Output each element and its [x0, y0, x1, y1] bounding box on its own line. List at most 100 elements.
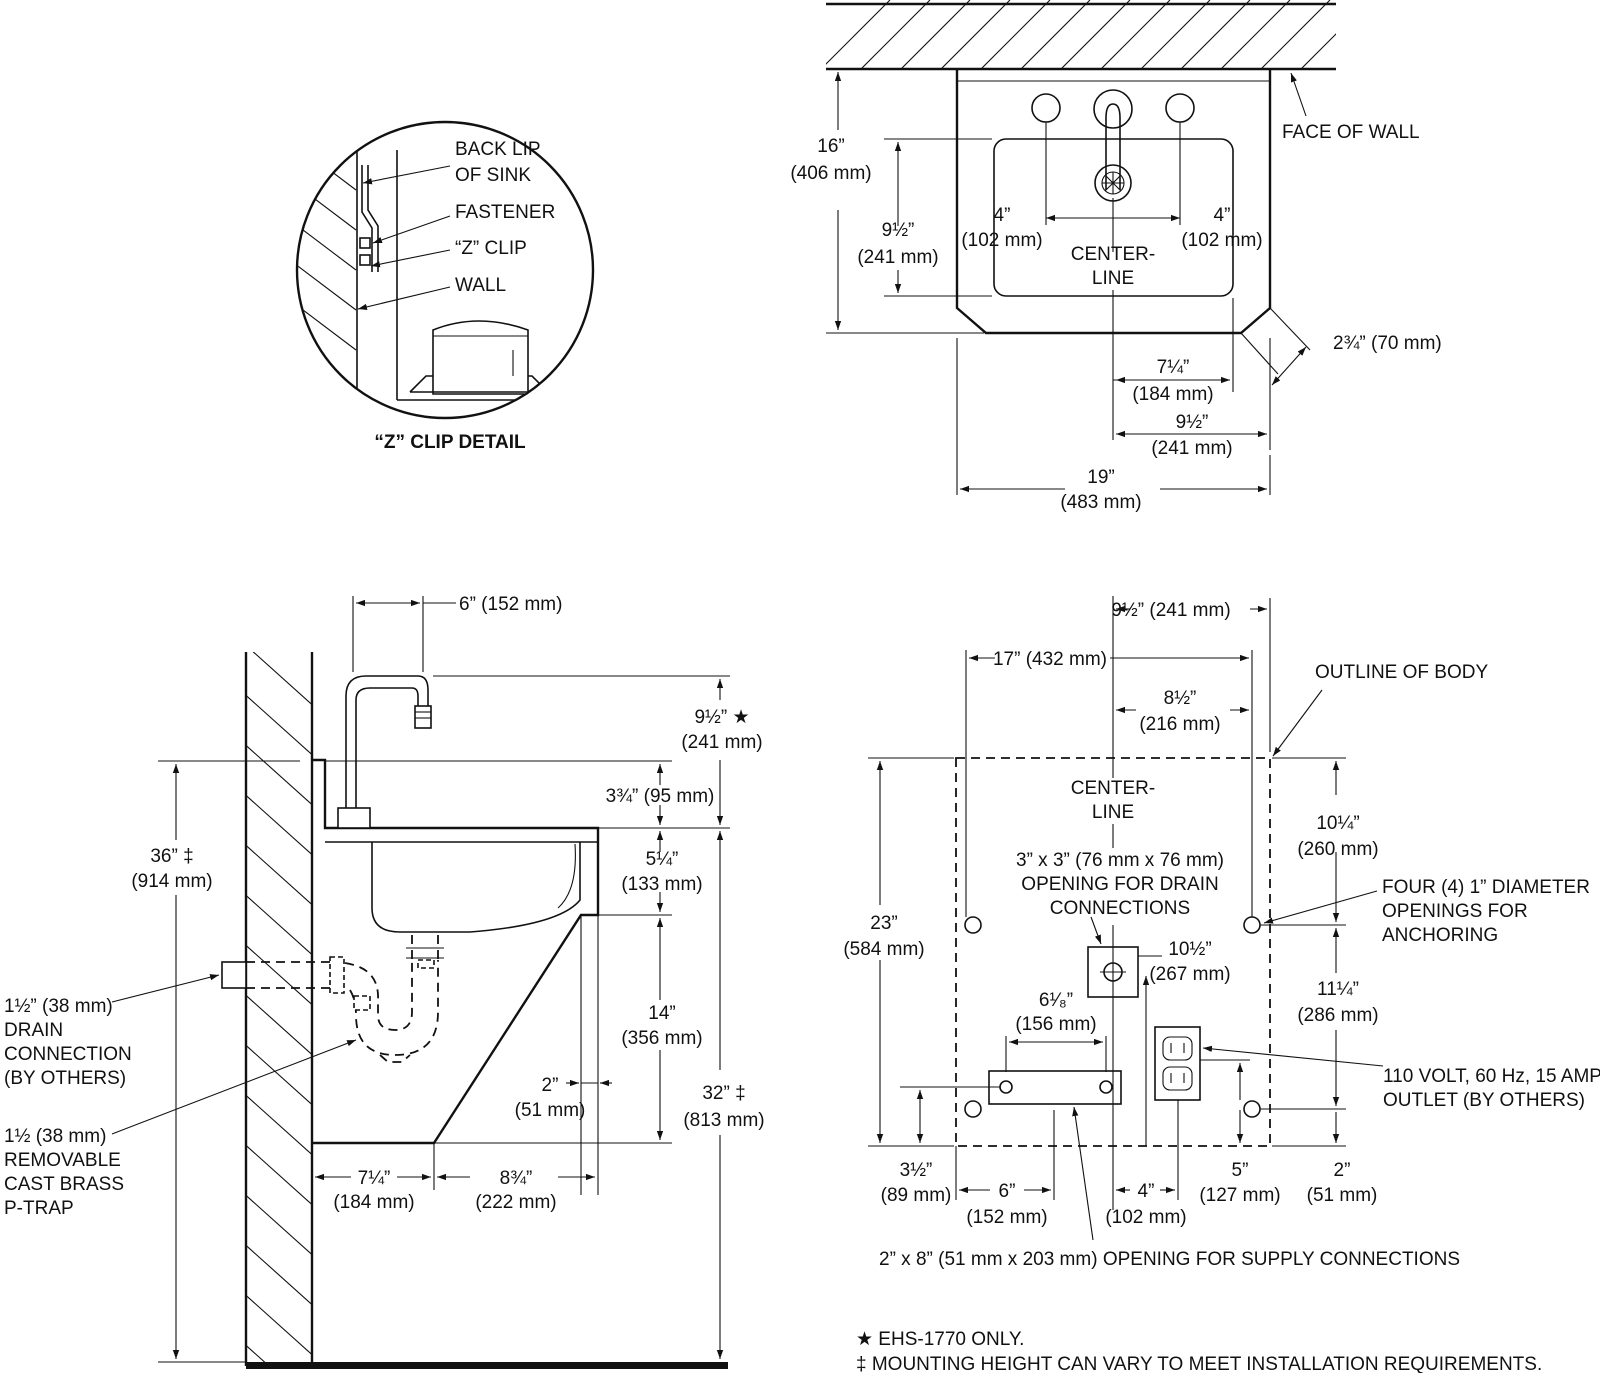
dim-outlet-height-in: 5” [1232, 1160, 1249, 1181]
rough-centerline-2: LINE [1092, 802, 1134, 823]
dim-bowl-depth-mm: (133 mm) [621, 874, 702, 895]
rough-centerline-1: CENTER- [1071, 778, 1155, 799]
side-wall-hatch [246, 652, 312, 1366]
dim-spout-height-mm: (241 mm) [681, 732, 762, 753]
dim-half-bowl-mm: (184 mm) [1132, 384, 1213, 405]
dim-spout-height-in: 9½” ★ [694, 707, 749, 728]
dim-top-anchor-in: 10¼” [1316, 813, 1359, 834]
dim-rim-in: 32” ‡ [702, 1083, 745, 1104]
anchor-hole-top-left [964, 916, 982, 934]
detail-sink-body [432, 320, 529, 395]
ptrap-label-3: CAST BRASS [4, 1174, 124, 1195]
dim-anchor-span-mm: (286 mm) [1297, 1005, 1378, 1026]
dim-right-offset: 9½” (241 mm) [1111, 600, 1230, 621]
dim-depth-in: 16” [817, 136, 844, 157]
top-right-hole [1165, 93, 1195, 123]
dim-base-left-mm: (184 mm) [333, 1192, 414, 1213]
rough-in-view: 9½” (241 mm) 17” (432 mm) OUTLINE OF BOD… [843, 596, 1600, 1270]
dim-anchor-span-in: 11¼” [1317, 979, 1359, 1000]
dim-base-left-in: 7¼” [358, 1168, 391, 1189]
dim-lip-mm: (51 mm) [515, 1100, 586, 1121]
label-wall: WALL [455, 275, 506, 296]
dim-base-right-mm: (222 mm) [475, 1192, 556, 1213]
anchor-hole-top-right [1243, 916, 1261, 934]
side-floor [246, 1362, 728, 1369]
drain-opening-label-2: OPENING FOR DRAIN [1021, 874, 1218, 895]
drain-opening [1087, 946, 1139, 998]
top-view: FACE OF WALL CENTER- LINE 16” (406 mm) 9… [790, 0, 1442, 513]
dim-supply-height-in: 3½” [900, 1160, 933, 1181]
dim-supply-left-mm: (152 mm) [966, 1207, 1047, 1228]
side-spout-tip [414, 705, 432, 729]
dim-top-anchor-mm: (260 mm) [1297, 839, 1378, 860]
top-centerline-1: CENTER- [1071, 244, 1155, 265]
dim-total-width: 17” (432 mm) [993, 649, 1107, 670]
dim-outlet-offset-in: 4” [1138, 1181, 1155, 1202]
dim-chamfer: 2¾” (70 mm) [1333, 333, 1442, 354]
dim-height-in: 23” [870, 913, 897, 934]
dim-apron-mm: (356 mm) [621, 1028, 702, 1049]
z-clip-detail: BACK LIP OF SINK FASTENER “Z” CLIP WALL … [295, 120, 595, 453]
label-back-lip-1: BACK LIP [455, 139, 541, 160]
dim-half-width-in: 9½” [1176, 412, 1209, 433]
side-drain-stub [221, 961, 247, 989]
anchoring-label-2: OPENINGS FOR [1382, 901, 1528, 922]
side-view: 6” (152 mm) 9½” ★ (241 mm) 3¾” (95 mm) 3… [4, 594, 765, 1369]
dim-left-hole-mm: (102 mm) [961, 230, 1042, 251]
label-fastener: FASTENER [455, 202, 555, 223]
ptrap-label-1: 1½ (38 mm) [4, 1126, 106, 1147]
label-outline-of-body: OUTLINE OF BODY [1315, 662, 1488, 683]
dim-splash-height: 3¾” (95 mm) [606, 786, 715, 807]
dim-supply-left-in: 6” [999, 1181, 1016, 1202]
dim-supply-width-in: 6¹⁄₈” [1039, 990, 1073, 1011]
dim-width-mm: (483 mm) [1060, 492, 1141, 513]
drain-label-3: CONNECTION [4, 1044, 132, 1065]
dim-spout-reach: 6” (152 mm) [459, 594, 562, 615]
supply-opening [988, 1070, 1122, 1105]
dim-supply-height-mm: (89 mm) [881, 1185, 952, 1206]
dim-anchor-offset-mm: (216 mm) [1139, 714, 1220, 735]
label-back-lip-2: OF SINK [455, 165, 531, 186]
dim-bowl-in: 9½” [882, 220, 915, 241]
detail-wall-hatch [298, 123, 592, 417]
dim-anchor-offset-in: 8½” [1164, 688, 1197, 709]
ptrap-label-2: REMOVABLE [4, 1150, 121, 1171]
supply-opening-label: 2” x 8” (51 mm x 203 mm) OPENING FOR SUP… [879, 1249, 1460, 1270]
dim-rim-mm: (813 mm) [683, 1110, 764, 1131]
detail-circle [295, 120, 595, 420]
dim-lip-in: 2” [542, 1075, 559, 1096]
dim-bowl-mm: (241 mm) [857, 247, 938, 268]
outlet-label-1: 110 VOLT, 60 Hz, 15 AMP [1383, 1066, 1600, 1087]
top-left-hole [1031, 93, 1061, 123]
label-face-of-wall: FACE OF WALL [1282, 122, 1420, 143]
dim-right-hole-in: 4” [1214, 205, 1231, 226]
drain-label-1: 1½” (38 mm) [4, 996, 113, 1017]
dim-drain-height-in: 10½” [1168, 939, 1211, 960]
drain-label-2: DRAIN [4, 1020, 63, 1041]
note-star: ★ EHS-1770 ONLY. [856, 1329, 1024, 1350]
notes: ★ EHS-1770 ONLY. ‡ MOUNTING HEIGHT CAN V… [856, 1329, 1542, 1373]
dim-half-bowl-in: 7¼” [1157, 357, 1190, 378]
dim-apron-in: 14” [648, 1003, 675, 1024]
dim-mount-in: 36” ‡ [150, 846, 193, 867]
anchor-hole-bottom-right [1243, 1100, 1261, 1118]
outlet-label-2: OUTLET (BY OTHERS) [1383, 1090, 1585, 1111]
top-centerline-2: LINE [1092, 268, 1134, 289]
dim-right-hole-mm: (102 mm) [1181, 230, 1262, 251]
dim-bottom-anchor-in: 2” [1334, 1160, 1351, 1181]
dim-supply-width-mm: (156 mm) [1015, 1014, 1096, 1035]
top-wall-hatch [826, 0, 1336, 68]
electrical-outlet [1154, 1026, 1201, 1101]
ptrap-label-4: P-TRAP [4, 1198, 74, 1219]
dim-base-right-in: 8¾” [500, 1168, 533, 1189]
dim-outlet-offset-mm: (102 mm) [1105, 1207, 1186, 1228]
detail-title: “Z” CLIP DETAIL [374, 432, 526, 453]
note-double-dagger: ‡ MOUNTING HEIGHT CAN VARY TO MEET INSTA… [856, 1354, 1542, 1373]
dim-bottom-anchor-mm: (51 mm) [1307, 1185, 1378, 1206]
drain-opening-label-3: CONNECTIONS [1050, 898, 1190, 919]
dim-drain-height-mm: (267 mm) [1149, 964, 1230, 985]
anchoring-label-3: ANCHORING [1382, 925, 1498, 946]
drain-opening-label-1: 3” x 3” (76 mm x 76 mm) [1016, 850, 1224, 871]
